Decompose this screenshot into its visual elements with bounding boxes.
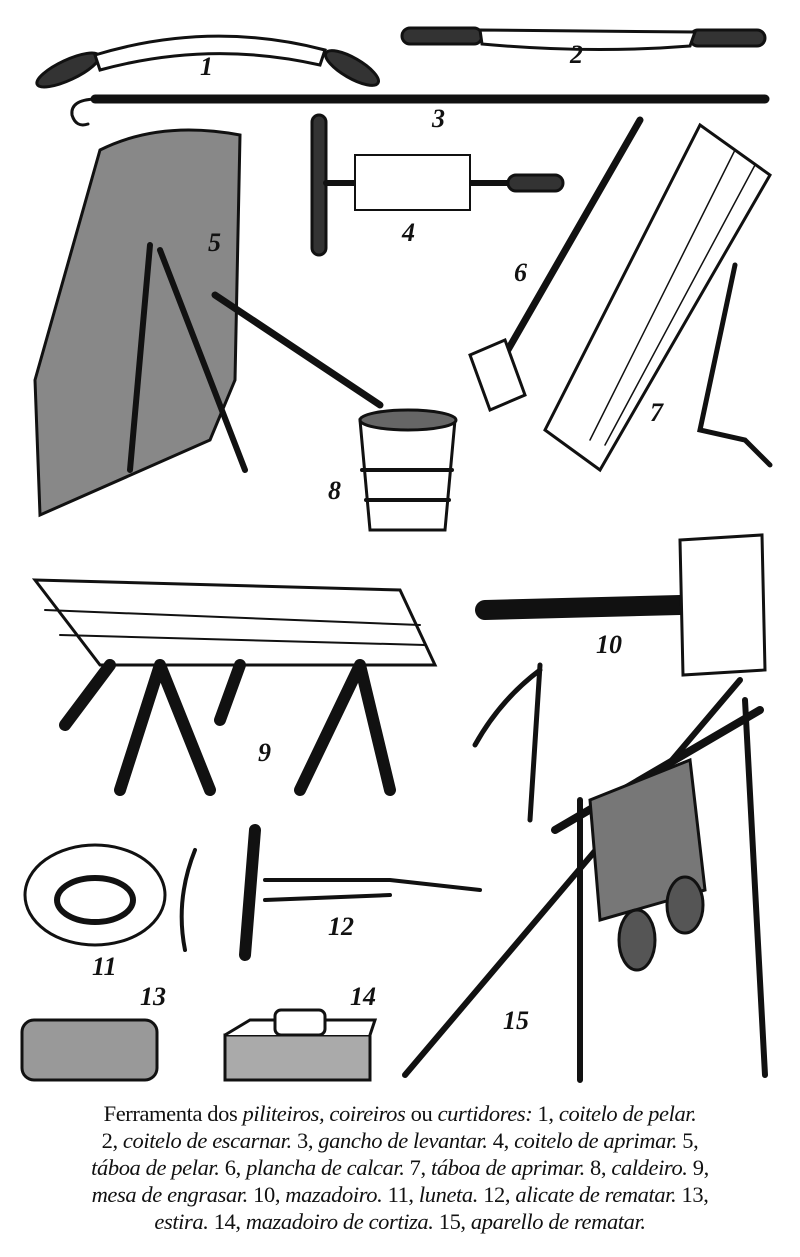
figure-label-6: 6 xyxy=(514,258,527,287)
caption-text: 1, xyxy=(532,1101,559,1126)
caption-line: estira. 14, mazadoiro de cortiza. 15, ap… xyxy=(22,1208,778,1235)
caption-text: 15, xyxy=(433,1209,471,1234)
caption-term: coitelo de aprimar. xyxy=(514,1128,678,1153)
tool-12-alicate-de-rematar xyxy=(179,824,482,961)
caption-text: Ferramenta dos xyxy=(103,1101,243,1126)
tool-7-taboa-de-aprimar xyxy=(543,122,773,473)
caption-term: estira. xyxy=(154,1209,209,1234)
figure-label-4: 4 xyxy=(402,218,415,247)
caption-term: mazadoiro de cortiza. xyxy=(245,1209,434,1234)
caption-term: alicate de rematar. xyxy=(515,1182,677,1207)
figure-label-5: 5 xyxy=(208,228,221,257)
caption-text: 8, xyxy=(584,1155,612,1180)
caption-term: mesa de engrasar. xyxy=(91,1182,249,1207)
figure-caption: Ferramenta dos piliteiros, coireiros ou … xyxy=(22,1100,778,1235)
tool-3-gancho-de-levantar xyxy=(70,94,770,127)
caption-line: mesa de engrasar. 10, mazadoiro. 11, lun… xyxy=(22,1181,778,1208)
tool-9-mesa-de-engrasar xyxy=(31,578,438,796)
figure-label-12: 12 xyxy=(328,912,354,941)
caption-text: 6, xyxy=(219,1155,247,1180)
figure-label-2: 2 xyxy=(570,40,583,69)
caption-term: coitelo de pelar. xyxy=(558,1101,697,1126)
caption-line: táboa de pelar. 6, plancha de calcar. 7,… xyxy=(22,1154,778,1181)
tool-1-coitelo-de-pelar xyxy=(35,34,380,89)
tool-13-estira xyxy=(20,1018,159,1082)
figure-label-8: 8 xyxy=(328,476,341,505)
tool-2-coitelo-de-escarnar xyxy=(400,26,767,52)
caption-text: 11, xyxy=(382,1182,419,1207)
caption-term: piliteiros, coireiros xyxy=(242,1101,406,1126)
caption-term: mazadoiro. xyxy=(285,1182,383,1207)
caption-text: 14, xyxy=(208,1209,246,1234)
caption-term: luneta. xyxy=(418,1182,478,1207)
figure-label-14: 14 xyxy=(350,982,376,1011)
caption-text: 10, xyxy=(247,1182,286,1207)
caption-text: 12, xyxy=(477,1182,516,1207)
caption-text: 4, xyxy=(487,1128,515,1153)
caption-term: caldeiro. xyxy=(611,1155,688,1180)
caption-term: curtidores: xyxy=(437,1101,533,1126)
caption-text: ou xyxy=(405,1101,438,1126)
caption-text: 2, xyxy=(101,1128,123,1153)
tool-8-caldeiro xyxy=(211,291,458,532)
caption-term: táboa de pelar. xyxy=(91,1155,220,1180)
tool-11-luneta xyxy=(23,843,167,947)
tool-4-coitelo-de-aprimar xyxy=(310,113,565,257)
figure-label-1: 1 xyxy=(200,52,213,81)
figure-label-9: 9 xyxy=(258,738,271,767)
figure-label-10: 10 xyxy=(596,630,622,659)
figure-label-11: 11 xyxy=(92,952,117,981)
caption-term: coitelo de escarnar. xyxy=(122,1128,292,1153)
tools-illustration xyxy=(20,26,773,1083)
caption-term: plancha de calcar. xyxy=(246,1155,405,1180)
caption-text: 5, xyxy=(677,1128,699,1153)
caption-term: gancho de levantar. xyxy=(318,1128,488,1153)
tool-5-taboa-de-pelar xyxy=(33,128,248,518)
tool-10-mazadoiro xyxy=(475,533,767,677)
tool-6-plancha-de-calcar xyxy=(468,116,644,413)
forked-stick xyxy=(472,662,543,823)
caption-text: 7, xyxy=(404,1155,431,1180)
figure-label-15: 15 xyxy=(503,1006,529,1035)
caption-line: Ferramenta dos piliteiros, coireiros ou … xyxy=(22,1100,778,1127)
caption-text: 3, xyxy=(291,1128,319,1153)
figure-label-7: 7 xyxy=(650,398,663,427)
caption-line: 2, coitelo de escarnar. 3, gancho de lev… xyxy=(22,1127,778,1154)
caption-text: 13, xyxy=(676,1182,709,1207)
caption-text: 9, xyxy=(687,1155,709,1180)
figure-label-3: 3 xyxy=(432,104,445,133)
tool-15-aparello-de-rematar xyxy=(402,677,768,1083)
caption-term: táboa de aprimar. xyxy=(430,1155,585,1180)
figure-label-13: 13 xyxy=(140,982,166,1011)
tool-14-mazadoiro-de-cortiza xyxy=(223,1008,378,1082)
caption-term: aparello de rematar. xyxy=(470,1209,646,1234)
